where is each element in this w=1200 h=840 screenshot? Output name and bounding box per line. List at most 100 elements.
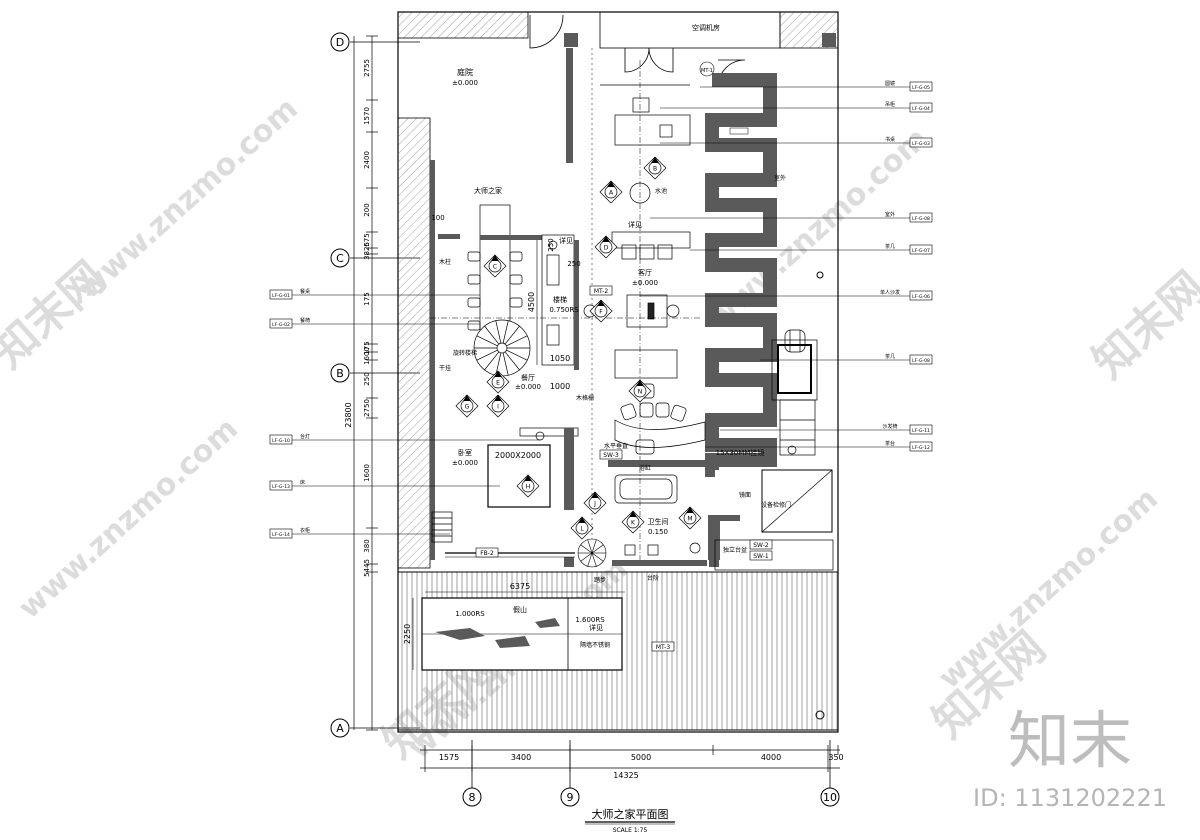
tag-box	[269, 289, 293, 300]
tag-code: LF-G-05	[912, 85, 930, 91]
elevation-marker: D	[594, 235, 618, 259]
top-doors	[529, 14, 746, 88]
svg-text:SW-3: SW-3	[603, 452, 619, 459]
small-stair	[577, 538, 607, 568]
mirror-size: 15X30MM挂镜	[716, 448, 765, 457]
drawing-title-block: 大师之家平面图 SCALE 1:75	[585, 807, 675, 834]
stair-tread	[591, 552, 604, 562]
svg-text:A: A	[336, 722, 344, 735]
yard-note-rock: 假山	[513, 605, 527, 614]
left-leader-tags: LF-G-01餐桌LF-G-02餐椅LF-G-10台灯LF-G-13床LF-G-…	[269, 288, 540, 539]
room-stair: 楼梯	[553, 295, 567, 304]
left-dim-label: 200	[363, 203, 371, 216]
tag-code: LF-G-02	[272, 322, 290, 328]
room-courtyard-level: ±0.000	[452, 79, 478, 87]
axis-bubbles: D C B A 8 9 10	[330, 32, 840, 807]
svg-text:4500: 4500	[527, 292, 536, 312]
svg-text:干挂: 干挂	[439, 364, 451, 372]
left-dim-label: 5445	[363, 559, 371, 577]
svg-text:旋转楼梯: 旋转楼梯	[453, 349, 477, 357]
elevation-marker: J	[583, 491, 607, 515]
svg-text:MT-2: MT-2	[594, 288, 608, 295]
tag-box	[909, 81, 933, 92]
left-dim-label: 3825	[363, 242, 371, 260]
tag-note: 单人沙发	[880, 289, 900, 296]
outer-walls	[397, 11, 839, 733]
tag-box	[269, 318, 293, 329]
watermark-site: www.znzmo.com	[72, 91, 305, 306]
tag-box	[909, 441, 933, 452]
deck-yard	[397, 571, 839, 731]
tag-code: LF-G-08	[912, 216, 930, 222]
stair-tread	[580, 544, 593, 554]
inner-dimensions: 6375 2250 4500 1050 1000 250 250 100	[403, 214, 625, 670]
stair-tread	[495, 352, 502, 376]
room-courtyard: 庭院	[457, 67, 473, 77]
axis-row-c: C	[330, 248, 350, 268]
axis-col-10: 10	[820, 787, 840, 807]
svg-text:L: L	[580, 526, 584, 533]
svg-text:台阶: 台阶	[647, 574, 659, 582]
stair-tread	[504, 325, 520, 345]
svg-text:MT-3: MT-3	[656, 644, 670, 651]
bottom-dimension-chain	[420, 745, 840, 772]
svg-text:K: K	[631, 520, 636, 527]
elevation-marker: L	[570, 516, 594, 540]
tag-code: LF-G-13	[272, 484, 290, 490]
left-dim-label: 2750	[363, 399, 371, 417]
svg-text:8: 8	[469, 791, 476, 804]
watermark-site: www.znzmo.com	[12, 411, 245, 626]
left-dim-label: 1600	[363, 464, 371, 482]
bed-size: 2000X2000	[495, 451, 541, 460]
drawing-title: 大师之家平面图	[592, 807, 669, 821]
spiral-stair	[473, 319, 531, 377]
tag-note: 沙发椅	[882, 423, 897, 430]
svg-text:木柱: 木柱	[439, 258, 451, 266]
svg-text:3400: 3400	[511, 753, 531, 762]
room-living-level: ±0.000	[632, 279, 658, 287]
tag-note: 衣柜	[300, 527, 310, 534]
tag-note: 茶台	[885, 440, 895, 447]
svg-text:4000: 4000	[761, 753, 781, 762]
svg-text:B: B	[653, 166, 657, 173]
bathroom	[608, 460, 834, 571]
stair-tread	[580, 552, 593, 562]
svg-text:FB-2: FB-2	[480, 550, 494, 557]
axis-row-d: D	[330, 32, 350, 52]
svg-text:B: B	[336, 367, 344, 380]
svg-text:100: 100	[431, 214, 444, 222]
left-dim-label: 175	[363, 341, 371, 354]
living-furniture	[430, 48, 706, 560]
left-dimension-labels: 2755157024002006753825175175160025027501…	[363, 59, 371, 577]
tag-note: 茶几	[885, 243, 895, 250]
stair-tread	[476, 349, 498, 361]
stair-tread	[502, 320, 509, 344]
right-service-unit	[761, 329, 833, 533]
elevation-marker: K	[621, 510, 645, 534]
elevation-marker: B	[643, 156, 667, 180]
stair-tread	[504, 351, 520, 371]
bedroom	[431, 427, 579, 558]
left-total-dim: 23800	[344, 402, 353, 427]
tag-code: LF-G-01	[272, 293, 290, 299]
tag-note: 茶几	[885, 353, 895, 360]
svg-text:250: 250	[567, 260, 580, 268]
left-dim-label: 380	[363, 539, 371, 552]
svg-text:踏步: 踏步	[594, 576, 606, 584]
svg-text:2250: 2250	[403, 624, 412, 644]
elevation-marker: I	[486, 394, 510, 418]
yard-note-rail: 隔墙不锈钢	[580, 641, 610, 649]
tag-note: 餐椅	[300, 317, 310, 324]
deck-level-1: 1.000RS	[455, 610, 485, 618]
svg-text:14325: 14325	[613, 771, 638, 780]
room-dining-level: ±0.000	[515, 383, 541, 391]
tag-code: LF-G-10	[272, 438, 290, 444]
svg-text:水平垂直: 水平垂直	[604, 442, 628, 450]
svg-text:水池: 水池	[655, 187, 667, 195]
tag-box	[909, 244, 933, 255]
bottom-dimension-labels: 1575 3400 5000 4000 350 14325	[439, 753, 844, 780]
svg-text:350: 350	[828, 753, 843, 762]
room-bedroom-level: ±0.000	[452, 459, 478, 467]
svg-text:F: F	[599, 309, 603, 316]
